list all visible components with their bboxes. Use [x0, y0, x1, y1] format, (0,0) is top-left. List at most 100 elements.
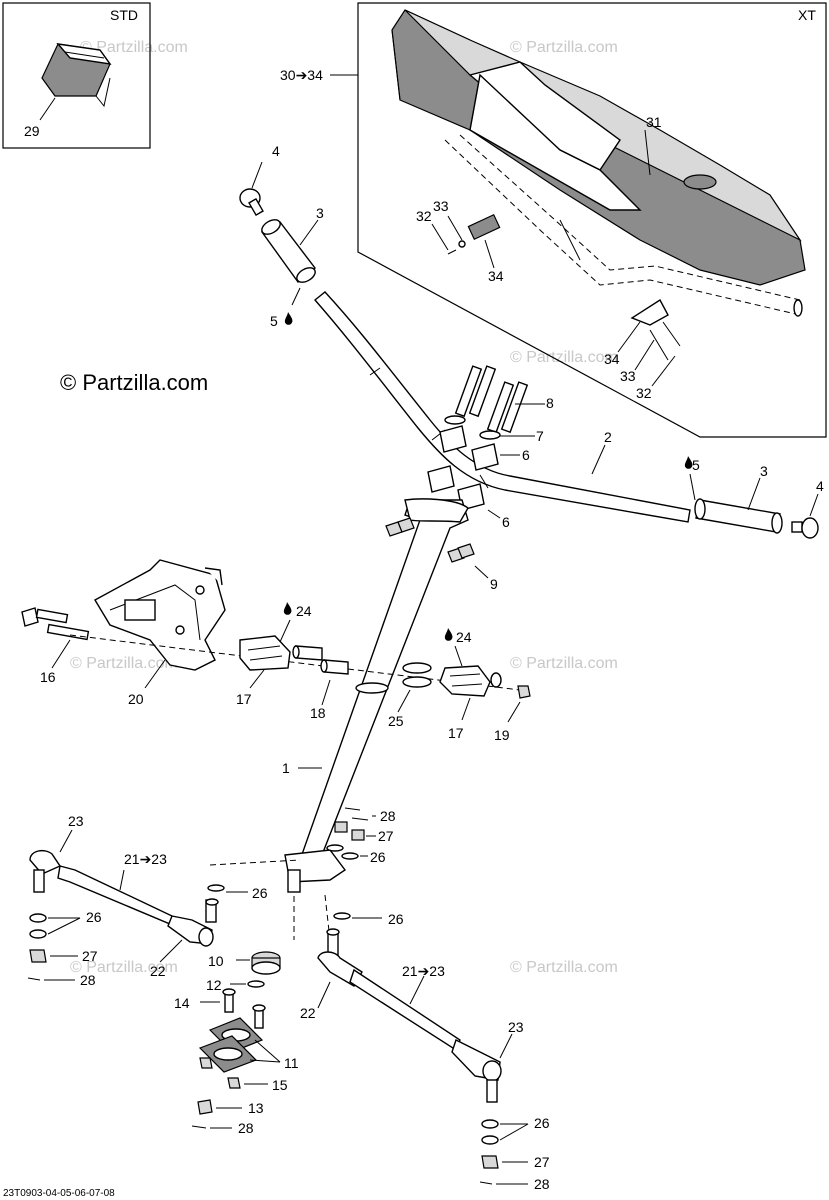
faint-watermark: © Partzilla.com: [510, 959, 618, 976]
std-tag: STD: [110, 7, 138, 23]
label-3: 3: [316, 205, 324, 221]
label-3: 3: [760, 463, 768, 479]
label-2: 2: [604, 429, 612, 445]
label-5: 5: [270, 313, 278, 329]
label-31: 31: [646, 114, 662, 130]
faint-watermark: © Partzilla.com: [70, 655, 178, 672]
label-34: 34: [488, 268, 504, 284]
label-33: 33: [620, 368, 636, 384]
bearing-plate-11: [198, 1017, 264, 1073]
label-23: 23: [68, 813, 84, 829]
right-grip: [694, 498, 783, 534]
label-30-34: 30➔34: [280, 67, 323, 83]
right-tie-rod: [317, 928, 502, 1103]
oil-drop-icon: [284, 312, 293, 325]
label-1: 1: [282, 760, 290, 776]
xt-inset-box: XT 30➔34 31 32 33: [280, 2, 827, 438]
label-6: 6: [522, 447, 530, 463]
nuts-top: [385, 517, 475, 563]
label-26: 26: [252, 885, 268, 901]
faint-watermark: © Partzilla.com: [80, 39, 188, 56]
label-25: 25: [388, 713, 404, 729]
nut-13: [197, 1099, 213, 1115]
label-14: 14: [174, 995, 190, 1011]
left-grip: [260, 219, 316, 284]
clamp-bolts: [454, 365, 529, 434]
washers: [444, 415, 501, 440]
label-28: 28: [380, 808, 396, 824]
clamp-small: [447, 213, 501, 255]
handlebar-pad-xt: [391, 9, 806, 286]
label-32: 32: [416, 208, 432, 224]
right-hardware: [479, 1119, 499, 1185]
upper-clamps: [427, 425, 499, 511]
nuts-15: [199, 1057, 241, 1089]
label-17: 17: [448, 725, 464, 741]
right-end-cap: [791, 517, 819, 539]
label-21-23: 21➔23: [402, 963, 445, 979]
label-27: 27: [378, 828, 394, 844]
label-23: 23: [508, 1019, 524, 1035]
nut-19: [517, 685, 531, 699]
xt-tag: XT: [798, 7, 816, 23]
footer-code: 23T0903-04-05-06-07-08: [3, 1188, 115, 1199]
faint-watermark: © Partzilla.com: [70, 959, 178, 976]
left-hardware: [27, 913, 47, 981]
label-5: 5: [692, 457, 700, 473]
main-watermark: © Partzilla.com: [60, 370, 208, 395]
label-26: 26: [370, 849, 386, 865]
steering-column: [284, 498, 469, 893]
label-28: 28: [534, 1176, 550, 1192]
label-21-23: 21➔23: [124, 851, 167, 867]
oil-drop-icon: [283, 602, 292, 615]
bolts-14: [222, 988, 266, 1029]
label-4: 4: [272, 143, 280, 159]
label-11: 11: [284, 1055, 299, 1071]
label-33: 33: [433, 198, 449, 214]
label-6: 6: [502, 514, 510, 530]
bushing-17-right: [439, 665, 502, 697]
small-parts-upper: [326, 807, 369, 860]
label-19: 19: [494, 727, 510, 743]
label-15: 15: [272, 1077, 288, 1093]
std-inset-box: STD 29: [2, 2, 151, 149]
label-24: 24: [296, 603, 312, 619]
label-18: 18: [310, 705, 326, 721]
label-20: 20: [128, 691, 144, 707]
label-28: 28: [238, 1120, 254, 1136]
label-22: 22: [150, 963, 166, 979]
bearing-10: [251, 951, 281, 975]
label-16: 16: [40, 669, 56, 685]
label-24: 24: [456, 629, 472, 645]
label-12: 12: [206, 977, 222, 993]
oil-drop-icon: [444, 628, 453, 641]
bolt-16: [21, 607, 90, 641]
label-32: 32: [636, 385, 652, 401]
bushing-17-left: [239, 635, 291, 671]
label-27: 27: [534, 1154, 550, 1170]
label-9: 9: [490, 576, 498, 592]
handlebar-pad-std: [41, 43, 112, 108]
label-4: 4: [816, 478, 824, 494]
label-17: 17: [236, 691, 252, 707]
label-26: 26: [388, 911, 404, 927]
label-13: 13: [248, 1100, 264, 1116]
oil-drop-icon: [684, 456, 693, 469]
label-10: 10: [208, 953, 224, 969]
faint-watermark: © Partzilla.com: [510, 655, 618, 672]
faint-watermark: © Partzilla.com: [510, 349, 618, 366]
label-8: 8: [546, 395, 554, 411]
faint-watermark: © Partzilla.com: [510, 39, 618, 56]
support-bracket: [94, 559, 226, 671]
label-27: 27: [82, 948, 98, 964]
spacers-18: [292, 645, 349, 675]
left-end-cap: [239, 188, 264, 217]
label-28: 28: [80, 972, 96, 988]
label-7: 7: [536, 428, 544, 444]
washers-25: [402, 662, 432, 688]
label-29: 29: [24, 123, 40, 139]
left-tie-rod: [29, 849, 219, 947]
label-26: 26: [86, 909, 102, 925]
label-34: 34: [604, 351, 620, 367]
